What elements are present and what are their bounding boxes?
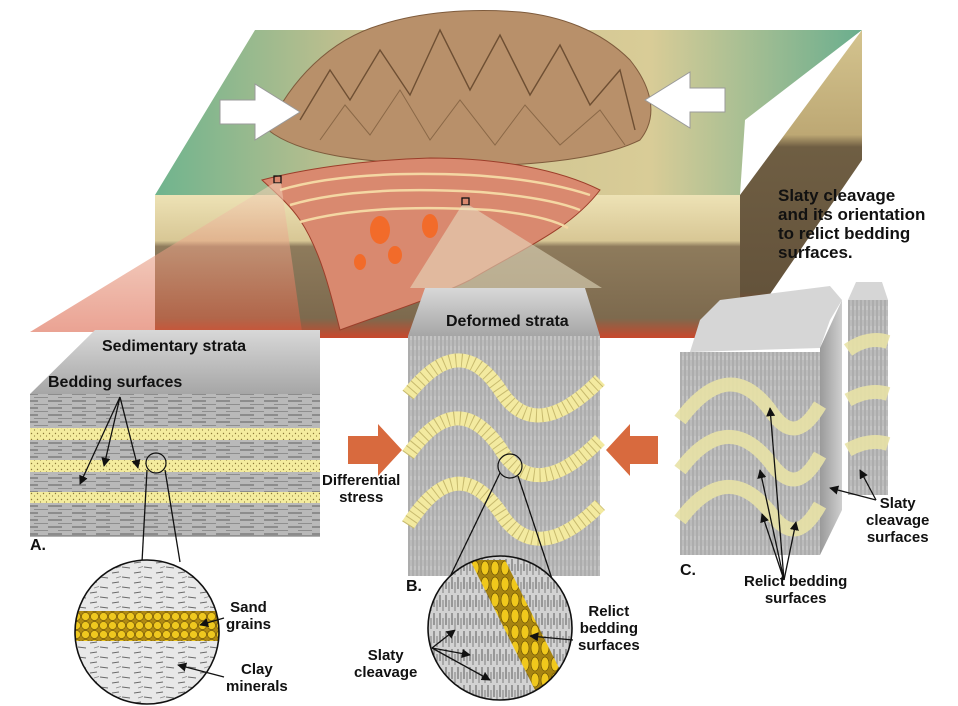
mountain-ridges: [299, 28, 636, 131]
sedimentary-strata-label: Sedimentary strata: [102, 338, 247, 355]
compression-arrow-left: [219, 83, 301, 141]
circle-a-microscopic: [74, 559, 225, 705]
relict-line-1: Relict: [588, 603, 630, 620]
slaty-title-line-3: to relict bedding: [778, 224, 911, 244]
relict-bed-line-1: Relict bedding: [744, 573, 848, 590]
zoom-cone-a: [30, 183, 302, 332]
slaty-cleavage-b-label: Slaty cleavage: [354, 647, 418, 682]
slaty-surf-line-2: cleavage: [866, 511, 930, 529]
stress-arrow-left: [348, 424, 402, 476]
relict-bedding-surfaces-b-label: Relict bedding surfaces: [578, 603, 640, 654]
slaty-title-line-4: surfaces.: [778, 243, 853, 263]
sand-line-1: Sand: [230, 599, 267, 616]
slaty-cleavage-surfaces-label: Slaty cleavage surfaces: [866, 495, 930, 546]
compression-arrow-right: [644, 71, 726, 129]
panel-b-deformed-block: [402, 288, 605, 589]
differential-line-2: stress: [339, 488, 384, 506]
zoom-cone-b: [410, 205, 602, 288]
slaty-b-line-2: cleavage: [354, 663, 418, 681]
slaty-surf-line-3: surfaces: [866, 528, 929, 546]
sand-line-2: grains: [226, 615, 272, 633]
clay-minerals-label: Clay minerals: [226, 661, 288, 696]
panel-c-slaty-block: [674, 282, 891, 581]
panel-c-label: C.: [680, 562, 696, 579]
stress-arrow-right: [606, 424, 658, 476]
relict-bed-line-2: surfaces: [764, 589, 827, 607]
circle-b-microscopic: [427, 555, 574, 701]
differential-stress-label: Differential stress: [322, 472, 401, 507]
deformed-strata-label: Deformed strata: [446, 313, 569, 330]
differential-line-1: Differential: [322, 472, 401, 489]
clay-line-2: minerals: [226, 677, 288, 695]
sand-grains-label: Sand grains: [226, 599, 272, 634]
slaty-title: Slaty cleavage and its orientation to re…: [778, 186, 925, 262]
panel-a-sedimentary-block: [30, 330, 320, 563]
slaty-b-line-1: Slaty: [367, 647, 404, 664]
bedding-surfaces-label: Bedding surfaces: [48, 374, 183, 391]
relict-line-3: surfaces: [578, 636, 640, 654]
panel-b-label: B.: [406, 578, 422, 595]
clay-line-1: Clay: [241, 661, 273, 678]
relict-bedding-surfaces-c-label: Relict bedding surfaces: [744, 573, 848, 608]
crust-side-face: [740, 30, 862, 338]
panel-a-label: A.: [30, 537, 46, 554]
slaty-title-line-2: and its orientation: [778, 205, 926, 225]
slaty-surf-line-1: Slaty: [879, 495, 916, 512]
slaty-title-line-1: Slaty cleavage: [778, 186, 896, 205]
relict-line-2: bedding: [579, 619, 639, 637]
